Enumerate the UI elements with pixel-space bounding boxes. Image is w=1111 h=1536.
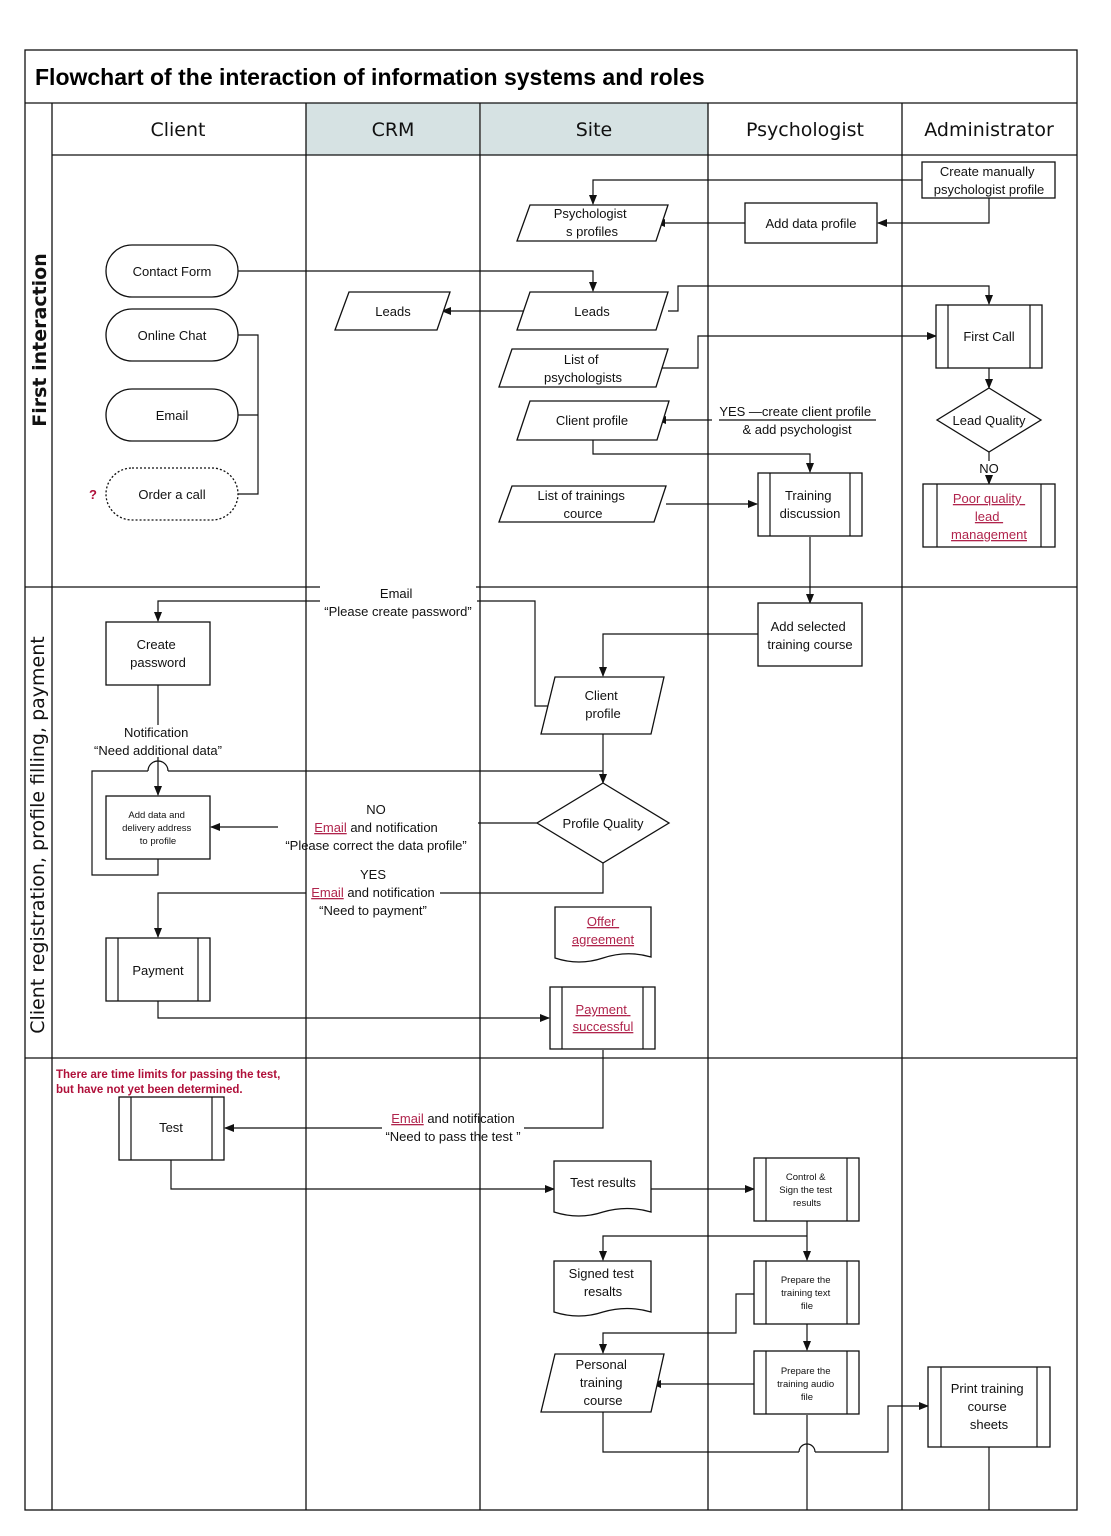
lane-client: Client [150, 119, 205, 141]
payment-successful-process [549, 986, 656, 1050]
first-call-process [935, 304, 1043, 369]
email-terminal [105, 388, 239, 442]
control-sign-process [753, 1157, 860, 1222]
signed-results-document [553, 1260, 652, 1317]
email-notification-2: Email and notification [311, 885, 435, 900]
psych-profiles-label: Psychologist s profiles [554, 206, 631, 239]
lane-crm: CRM [372, 119, 415, 141]
lane-site: Site [576, 119, 612, 141]
swimlane-grid [24, 49, 1078, 1511]
list-psychologists-label: List of psychologists [544, 352, 623, 385]
training-discussion-label: Training discussion [780, 488, 841, 521]
yes-profile-label: YES [360, 867, 386, 882]
time-limits-note: There are time limits for passing the te… [56, 1069, 284, 1096]
please-correct-label: “Please correct the data profile” [285, 838, 466, 853]
test-results-label: Test results [570, 1175, 636, 1190]
client-profile-data-1 [516, 400, 670, 441]
payment-successful-label: Payment successful [573, 1002, 634, 1034]
site-leads-data [516, 291, 669, 331]
email-notification-1: Email and notification [314, 820, 438, 835]
offer-agreement-label: Offer agreement [572, 914, 635, 947]
add-data-profile-label: Add data profile [765, 216, 856, 231]
profile-quality-label: Profile Quality [563, 816, 644, 831]
personal-course-data [540, 1353, 665, 1413]
prepare-audio-process [753, 1350, 860, 1415]
no-lead-label: NO [979, 461, 999, 476]
add-data-delivery-box [105, 795, 211, 860]
list-trainings-label: List of trainings cource [537, 488, 628, 521]
psych-profiles-data [516, 204, 669, 242]
node-labels: Create manually psychologist profile Psy… [56, 164, 1044, 1432]
list-trainings-data [498, 485, 667, 523]
shapes [105, 161, 1056, 1448]
print-sheets-label: Print training course sheets [951, 1381, 1028, 1432]
phase-registration: Client registration, profile filling, pa… [27, 636, 49, 1033]
yes-create-client-label: YES —create client profile & add psychol… [719, 404, 874, 437]
offer-agreement-document [554, 906, 652, 963]
online-chat-label: Online Chat [138, 328, 207, 343]
training-discussion-process [757, 472, 863, 537]
email-notification-3: Email and notification [391, 1111, 515, 1126]
create-manually-label: Create manually psychologist profile [934, 164, 1045, 197]
payment-process [105, 937, 211, 1002]
test-results-document [553, 1160, 652, 1217]
edge-labels: YES —create client profile & add psychol… [94, 404, 999, 1144]
contact-form-terminal [105, 244, 239, 298]
phase-first-interaction: First interaction [29, 253, 51, 427]
add-data-profile-box [744, 202, 878, 244]
site-leads-label: Leads [574, 304, 610, 319]
contact-form-label: Contact Form [133, 264, 212, 279]
order-call-terminal [105, 467, 239, 521]
create-manually-box [921, 161, 1056, 199]
control-sign-label: Control & Sign the test results [779, 1172, 834, 1209]
email-password-label: Email “Please create password” [324, 586, 471, 619]
question-mark: ? [89, 487, 97, 502]
print-sheets-process [927, 1366, 1051, 1448]
test-label: Test [159, 1120, 183, 1135]
need-pass-test-label: “Need to pass the test ” [385, 1129, 520, 1144]
outer-frame [24, 49, 1078, 1511]
add-data-delivery-label: Add data and delivery address to profile [122, 810, 194, 847]
crm-leads-data [334, 291, 451, 331]
site-header-bg [481, 103, 708, 155]
lead-quality-label: Lead Quality [953, 413, 1026, 428]
first-call-label: First Call [963, 329, 1014, 344]
poor-quality-process [922, 483, 1056, 548]
add-selected-box [757, 602, 863, 667]
profile-quality-decision [535, 782, 671, 864]
personal-course-label: Personal training course [576, 1357, 631, 1408]
signed-results-label: Signed test resalts [569, 1266, 638, 1299]
test-process [118, 1096, 225, 1161]
add-selected-label: Add selected training course [767, 619, 852, 652]
email-label: Email [156, 408, 189, 423]
connectors [91, 179, 993, 1510]
lead-quality-decision [935, 387, 1043, 453]
poor-quality-label: Poor quality lead management [951, 491, 1027, 542]
notification-additional-label: Notification “Need additional data” [94, 725, 222, 758]
create-password-label: Create password [130, 637, 186, 670]
payment-label: Payment [132, 963, 184, 978]
order-call-label: Order a call [138, 487, 205, 502]
lane-psychologist: Psychologist [746, 119, 864, 141]
diagram-title: Flowchart of the interaction of informat… [35, 64, 705, 90]
client-profile-2-label: Client profile [585, 688, 622, 721]
client-profile-1-label: Client profile [556, 413, 628, 428]
online-chat-terminal [105, 308, 239, 362]
create-password-box [105, 621, 211, 686]
list-psychologists-data [498, 348, 669, 388]
prepare-text-process [753, 1260, 860, 1325]
prepare-text-label: Prepare the training text file [781, 1275, 833, 1312]
crm-header-bg [306, 103, 480, 155]
lane-administrator: Administrator [924, 119, 1054, 141]
prepare-audio-label: Prepare the training audio file [777, 1366, 837, 1403]
need-payment-label: “Need to payment” [319, 903, 427, 918]
crm-leads-label: Leads [375, 304, 411, 319]
client-profile-data-2 [540, 676, 665, 735]
no-profile-label: NO [366, 802, 386, 817]
